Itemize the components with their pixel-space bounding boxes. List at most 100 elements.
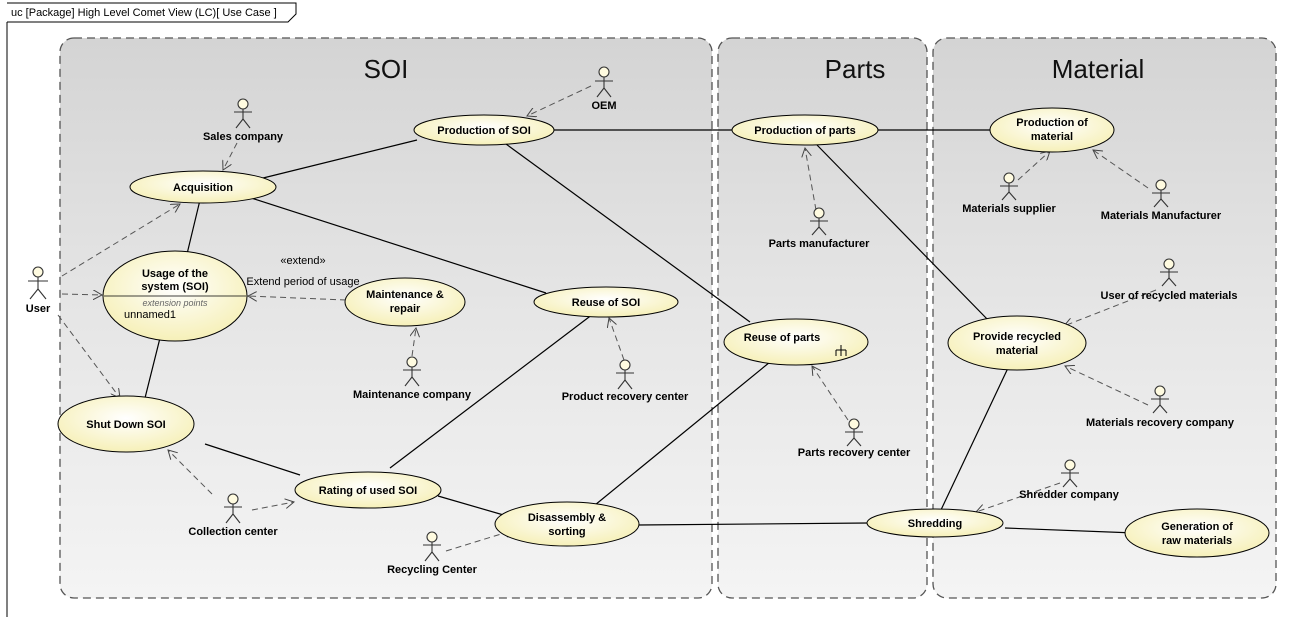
usecase-rating-of-used-soi[interactable]: Rating of used SOI [294,471,442,509]
assoc-production-soi-reuse-parts [505,143,751,323]
dep-sales-company [223,142,238,170]
actor-maintenance-company[interactable]: Maintenance company [353,356,472,401]
diagram-frame: uc [Package] High Level Comet View (LC)[… [6,2,297,617]
extend-stereotype: «extend» [280,255,325,267]
svg-text:Rating of used SOI: Rating of used SOI [319,485,417,497]
assoc-disassembly-reuse-parts [594,361,771,506]
assoc-shredding-generation [1004,527,1136,534]
svg-text:material: material [1031,131,1073,143]
stick-figure-icon [845,418,863,447]
actor-sales-company[interactable]: Sales company [203,98,284,143]
extend-annotation: «extend» Extend period of usage [246,255,359,288]
stick-figure-icon [423,531,441,562]
actor-materials-supplier[interactable]: Materials supplier [962,172,1056,215]
svg-text:Shut Down SOI: Shut Down SOI [86,419,165,431]
associations [144,129,1136,534]
diagram-header: uc [Package] High Level Comet View (LC)[… [11,7,277,19]
actor-recycling-center[interactable]: Recycling Center [387,531,478,576]
extend-condition: Extend period of usage [246,276,359,288]
dep-shredder-company [976,482,1061,512]
usecase-usage-of-system[interactable]: Usage of the system (SOI) extension poin… [102,250,248,342]
stick-figure-icon [1160,258,1178,287]
dep-collection-shutdown [168,450,213,495]
svg-text:Shredder company: Shredder company [1019,489,1120,501]
usecase-provide-recycled-material[interactable]: Provide recycled material [947,315,1087,371]
actor-oem[interactable]: OEM [591,66,617,112]
svg-text:Sales company: Sales company [203,131,284,143]
svg-text:Materials recovery company: Materials recovery company [1086,417,1235,429]
usecase-reuse-of-parts[interactable]: Reuse of parts [723,318,869,366]
assoc-disassembly-shredding [637,522,869,526]
usecase-reuse-of-soi[interactable]: Reuse of SOI [533,286,679,318]
svg-text:Product recovery center: Product recovery center [562,391,689,403]
svg-text:Parts recovery center: Parts recovery center [798,447,911,459]
actor-parts-recovery-center[interactable]: Parts recovery center [798,418,911,459]
dep-parts-manufacturer [805,148,817,211]
stick-figure-icon [616,359,634,390]
package-parts-title: Parts [825,54,886,84]
svg-text:Acquisition: Acquisition [173,182,233,194]
rake-icon [835,345,847,356]
actor-collection-center[interactable]: Collection center [188,493,278,538]
svg-text:raw materials: raw materials [1162,535,1232,547]
package-material[interactable]: Material [932,37,1277,599]
assoc-provide-recycled-shredding [939,367,1009,513]
dep-extend [248,296,347,300]
stick-figure-icon [403,356,421,387]
stick-figure-icon [1061,459,1079,488]
svg-text:Shredding: Shredding [908,518,962,530]
usecase-shredding[interactable]: Shredding [866,508,1004,538]
usecase-maintenance-repair[interactable]: Maintenance & repair [344,277,466,327]
svg-text:Reuse of parts: Reuse of parts [744,332,820,344]
svg-text:Parts manufacturer: Parts manufacturer [769,238,871,250]
usecase-shut-down-soi[interactable]: Shut Down SOI [57,395,195,453]
actor-parts-manufacturer[interactable]: Parts manufacturer [769,207,871,250]
actor-materials-manufacturer[interactable]: Materials Manufacturer [1101,179,1222,222]
svg-text:Recycling Center: Recycling Center [387,564,478,576]
svg-text:Production of SOI: Production of SOI [437,125,531,137]
usecase-acquisition[interactable]: Acquisition [129,170,277,204]
dep-collection-rating [251,502,294,511]
dep-user-shutdown [57,314,120,398]
svg-text:User: User [26,303,51,315]
stick-figure-icon [1152,179,1170,208]
usecase-production-of-soi[interactable]: Production of SOI [413,114,555,146]
usecase-production-of-parts[interactable]: Production of parts [731,114,879,146]
svg-text:sorting: sorting [548,526,585,538]
stick-figure-icon [224,493,242,524]
svg-text:Materials supplier: Materials supplier [962,203,1056,215]
assoc-rating-reuse-soi [389,313,594,469]
svg-text:repair: repair [390,303,421,315]
package-soi-title: SOI [364,54,409,84]
svg-text:Provide recycled: Provide recycled [973,331,1061,343]
dep-materials-supplier [1017,151,1050,181]
dependencies [57,85,1157,552]
package-parts[interactable]: Parts [717,37,928,599]
actor-user-of-recycled-materials[interactable]: User of recycled materials [1101,258,1238,302]
assoc-production-parts-provide-recycled [816,144,991,323]
dep-recycling-center [445,530,514,552]
usecase-generation-of-raw-materials[interactable]: Generation of raw materials [1124,508,1270,558]
svg-text:extension points: extension points [142,298,208,308]
svg-text:system (SOI): system (SOI) [141,281,209,293]
dep-oem [527,85,592,116]
svg-text:User of recycled materials: User of recycled materials [1101,290,1238,302]
stick-figure-icon [1000,172,1018,201]
dep-parts-recovery [812,366,849,421]
actor-shredder-company[interactable]: Shredder company [1019,459,1120,501]
svg-text:Generation of: Generation of [1161,521,1233,533]
svg-text:Maintenance &: Maintenance & [366,289,444,301]
assoc-shutdown-rating [204,443,301,476]
usecase-disassembly-sorting[interactable]: Disassembly & sorting [494,501,640,547]
svg-text:Production of parts: Production of parts [754,125,855,137]
usecase-production-of-material[interactable]: Production of material [989,107,1115,153]
actor-product-recovery-center[interactable]: Product recovery center [562,359,689,403]
assoc-acquisition-reuse-soi [244,195,547,294]
stick-figure-icon [1151,385,1169,414]
actor-user[interactable]: User [26,266,51,315]
assoc-acquisition-usage [186,199,201,255]
actor-materials-recovery-company[interactable]: Materials recovery company [1086,385,1235,429]
svg-text:Production of: Production of [1016,117,1088,129]
svg-text:Materials Manufacturer: Materials Manufacturer [1101,210,1222,222]
stick-figure-icon [595,66,613,98]
